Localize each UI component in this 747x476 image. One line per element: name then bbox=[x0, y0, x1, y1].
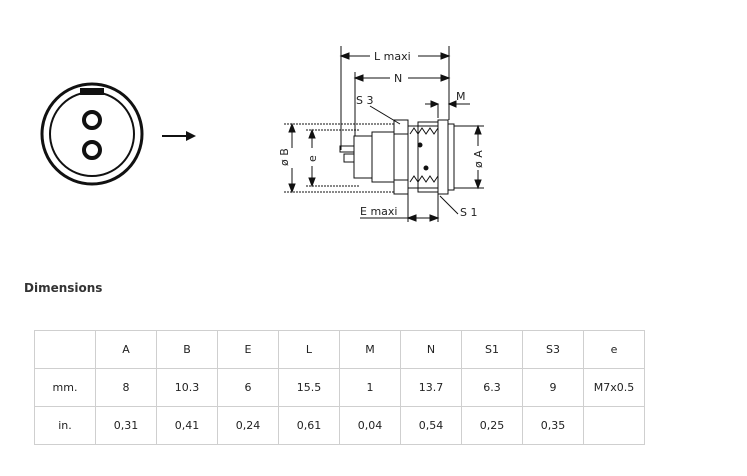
table-cell: 0,61 bbox=[278, 406, 340, 445]
table-cell bbox=[583, 406, 645, 445]
table-cell: 0,41 bbox=[156, 406, 218, 445]
table-cell: 0,04 bbox=[339, 406, 401, 445]
header-cell: A bbox=[95, 330, 157, 369]
header-cell: e bbox=[583, 330, 645, 369]
technical-drawing: L maxi N S 3 M ø B e ø A E maxi S 1 bbox=[40, 46, 485, 222]
table-cell: 0,31 bbox=[95, 406, 157, 445]
label-e: e bbox=[306, 155, 319, 162]
table-cell: 15.5 bbox=[278, 368, 340, 407]
row-unit-cell: mm. bbox=[34, 368, 96, 407]
dimensions-table: A B E L M N S1 S3 e mm. 8 10.3 6 15.5 1 … bbox=[34, 330, 645, 445]
table-cell: 0,25 bbox=[461, 406, 523, 445]
table-cell: 10.3 bbox=[156, 368, 218, 407]
label-m: M bbox=[456, 90, 466, 103]
label-l-maxi: L maxi bbox=[374, 50, 411, 63]
socket-front-view bbox=[40, 82, 144, 186]
connector-side-view bbox=[339, 119, 455, 195]
row-unit-cell: in. bbox=[34, 406, 96, 445]
table-cell: 0,24 bbox=[217, 406, 279, 445]
label-e-maxi: E maxi bbox=[360, 205, 397, 218]
dimension-lines bbox=[284, 46, 484, 222]
header-cell: N bbox=[400, 330, 462, 369]
header-cell: B bbox=[156, 330, 218, 369]
table-cell: 6.3 bbox=[461, 368, 523, 407]
section-title: Dimensions bbox=[24, 281, 103, 295]
table-cell: M7x0.5 bbox=[583, 368, 645, 407]
header-cell: E bbox=[217, 330, 279, 369]
table-row: mm. 8 10.3 6 15.5 1 13.7 6.3 9 M7x0.5 bbox=[34, 368, 645, 407]
table-cell: 9 bbox=[522, 368, 584, 407]
header-cell: M bbox=[339, 330, 401, 369]
header-cell: S1 bbox=[461, 330, 523, 369]
table-cell: 0,35 bbox=[522, 406, 584, 445]
table-header-row: A B E L M N S1 S3 e bbox=[34, 330, 645, 369]
table-cell: 13.7 bbox=[400, 368, 462, 407]
label-n: N bbox=[394, 72, 402, 85]
table-cell: 0,54 bbox=[400, 406, 462, 445]
table-cell: 8 bbox=[95, 368, 157, 407]
header-cell bbox=[34, 330, 96, 369]
right-arrow-icon bbox=[162, 131, 196, 141]
label-s3: S 3 bbox=[356, 94, 373, 107]
header-cell: L bbox=[278, 330, 340, 369]
label-s1: S 1 bbox=[460, 206, 477, 219]
label-b: ø B bbox=[278, 148, 291, 166]
connector-drawing-svg: L maxi N S 3 M ø B e ø A E maxi S 1 bbox=[40, 46, 485, 222]
header-cell: S3 bbox=[522, 330, 584, 369]
table-row: in. 0,31 0,41 0,24 0,61 0,04 0,54 0,25 0… bbox=[34, 406, 645, 445]
table-cell: 6 bbox=[217, 368, 279, 407]
label-a: ø A bbox=[472, 150, 485, 168]
table-cell: 1 bbox=[339, 368, 401, 407]
